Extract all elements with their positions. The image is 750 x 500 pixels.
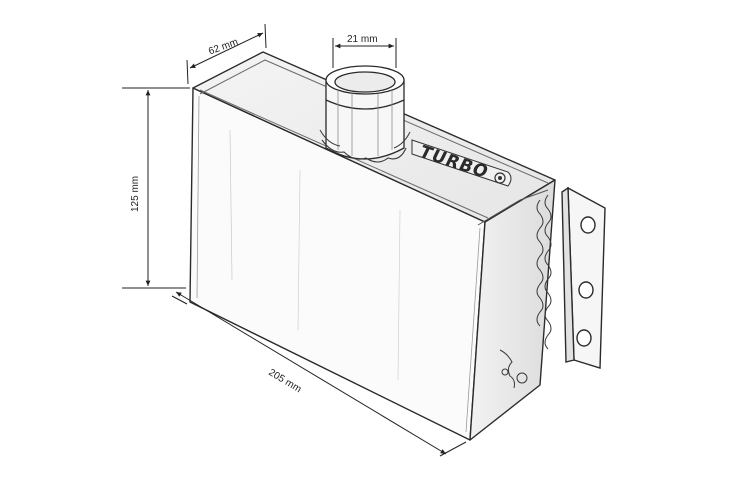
logo-badge-icon	[494, 172, 506, 184]
dimension-depth-label: 62 mm	[207, 37, 239, 58]
bracket-hole-top	[580, 216, 596, 234]
dimension-depth	[186, 23, 267, 85]
mounting-bracket	[561, 186, 606, 369]
bracket-hole-bottom	[576, 329, 592, 347]
bracket-hole-middle	[578, 281, 594, 299]
dimension-neck	[332, 38, 397, 68]
dimension-neck-label: 21 mm	[347, 34, 378, 45]
dimension-length	[171, 291, 467, 457]
dimension-height-label: 125 mm	[130, 176, 141, 212]
dimension-length-label: 205 mm	[266, 367, 303, 395]
filler-neck	[319, 65, 411, 163]
weld-seam	[477, 189, 552, 389]
tank-side-face	[469, 179, 556, 441]
dimension-height	[122, 87, 190, 289]
